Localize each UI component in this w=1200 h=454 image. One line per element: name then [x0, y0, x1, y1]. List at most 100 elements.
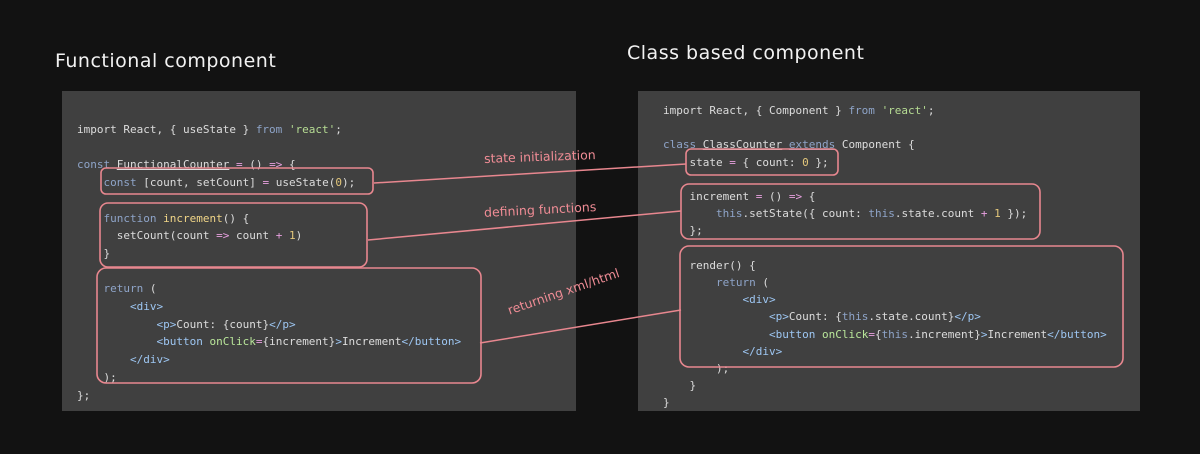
class-code-block: import React, { Component } from 'react'…	[638, 91, 1140, 411]
code-token: 0	[335, 176, 342, 190]
code-token	[663, 345, 742, 358]
code-token	[77, 282, 104, 295]
code-token: ;	[335, 123, 342, 136]
code-token: class	[663, 138, 697, 152]
code-token: const	[77, 158, 111, 172]
functional-code-panel: import React, { useState } from 'react';…	[62, 91, 576, 411]
code-line: const FunctionalCounter = () => {	[77, 158, 296, 171]
code-line: return (	[77, 282, 157, 295]
code-token	[663, 207, 716, 220]
code-line: }	[663, 379, 696, 392]
code-line: increment = () => {	[663, 190, 815, 203]
class-code-panel: import React, { Component } from 'react'…	[638, 91, 1140, 411]
code-token: <p>	[768, 310, 789, 324]
functional-code-block: import React, { useState } from 'react';…	[62, 91, 576, 411]
code-token: {	[802, 190, 816, 203]
code-token: </button>	[1047, 327, 1107, 341]
code-line: );	[663, 362, 729, 375]
code-token: =>	[269, 158, 283, 172]
code-token: 1	[288, 229, 296, 243]
code-token	[663, 293, 742, 306]
class-component-heading: Class based component	[627, 42, 865, 64]
code-token: ClassCounter	[702, 138, 783, 152]
code-token	[782, 138, 789, 151]
code-token: };	[808, 155, 829, 169]
code-token: }	[663, 379, 697, 393]
code-token	[77, 176, 104, 189]
code-token: return	[103, 282, 144, 296]
code-token	[663, 310, 769, 323]
code-token: Component {	[835, 138, 915, 152]
code-token: });	[1000, 207, 1028, 221]
code-token: <button	[768, 327, 816, 341]
code-token: ;	[927, 104, 935, 117]
code-line: }	[663, 396, 670, 409]
code-token: [count, setCount]	[136, 176, 263, 190]
code-line: import React, { useState } from 'react';	[77, 123, 342, 136]
code-token: onClick	[209, 335, 256, 349]
code-token: };	[77, 388, 91, 402]
code-token: .state.count}	[868, 310, 955, 324]
code-token: onClick	[821, 327, 869, 341]
code-token: this	[881, 327, 909, 341]
code-token: <div>	[742, 293, 776, 307]
code-token: import React, { Component }	[663, 104, 849, 117]
code-token: </p>	[269, 317, 296, 331]
code-token: from	[255, 123, 283, 136]
code-line: setCount(count => count + 1)	[77, 229, 302, 242]
code-line: return (	[663, 276, 769, 289]
code-token: =>	[216, 229, 230, 243]
code-token: =	[868, 327, 875, 341]
code-token: {	[874, 327, 882, 341]
code-token: function	[103, 211, 157, 225]
code-token: <button	[156, 335, 203, 349]
code-line: </div>	[663, 345, 782, 358]
code-line: class ClassCounter extends Component {	[663, 138, 915, 151]
code-token	[77, 318, 156, 331]
code-token	[663, 328, 769, 341]
code-line: <div>	[77, 300, 163, 313]
code-token	[229, 158, 236, 171]
code-token: Count: {	[788, 310, 842, 324]
code-line: <div>	[663, 293, 776, 307]
code-token: { count:	[735, 155, 803, 169]
code-token: );	[341, 176, 356, 190]
code-token: const	[103, 176, 137, 190]
code-token	[696, 138, 703, 151]
code-token: extends	[788, 138, 836, 152]
code-token	[77, 300, 130, 313]
code-token: state	[663, 155, 730, 169]
code-line: <p>Count: {this.state.count}</p>	[663, 310, 981, 323]
code-token: +	[980, 207, 988, 221]
code-token: ()	[762, 190, 789, 203]
code-line: <button onClick={increment}>Increment</b…	[77, 335, 461, 348]
code-token	[77, 335, 156, 348]
code-token: >	[335, 335, 342, 349]
code-token: (	[755, 276, 769, 289]
code-token: increment	[163, 211, 223, 225]
code-token: =	[729, 155, 736, 169]
code-token: 0	[802, 155, 809, 169]
code-token: };	[663, 224, 703, 238]
code-token: <div>	[129, 300, 164, 313]
code-line: state = { count: 0 };	[663, 155, 829, 169]
code-token: >	[980, 327, 988, 341]
code-token	[282, 229, 289, 242]
code-token: this	[841, 310, 869, 324]
code-token	[77, 353, 130, 366]
code-line: <button onClick={this.increment}>Increme…	[663, 328, 1107, 341]
code-token	[663, 276, 716, 289]
code-token	[815, 328, 822, 341]
code-token: }	[663, 396, 670, 410]
code-line: import React, { Component } from 'react'…	[663, 104, 935, 117]
code-token: .setState({ count:	[742, 207, 869, 221]
code-line: render() {	[663, 259, 755, 272]
code-token: <p>	[156, 317, 177, 331]
code-token: FunctionalCounter	[116, 158, 230, 172]
code-token: increment	[663, 190, 756, 203]
state-initialization-label: state initialization	[483, 147, 596, 166]
code-token: </p>	[954, 310, 981, 324]
code-token: setCount(count	[77, 229, 217, 243]
code-token: </div>	[129, 353, 170, 367]
code-line: function increment() {	[77, 211, 250, 225]
